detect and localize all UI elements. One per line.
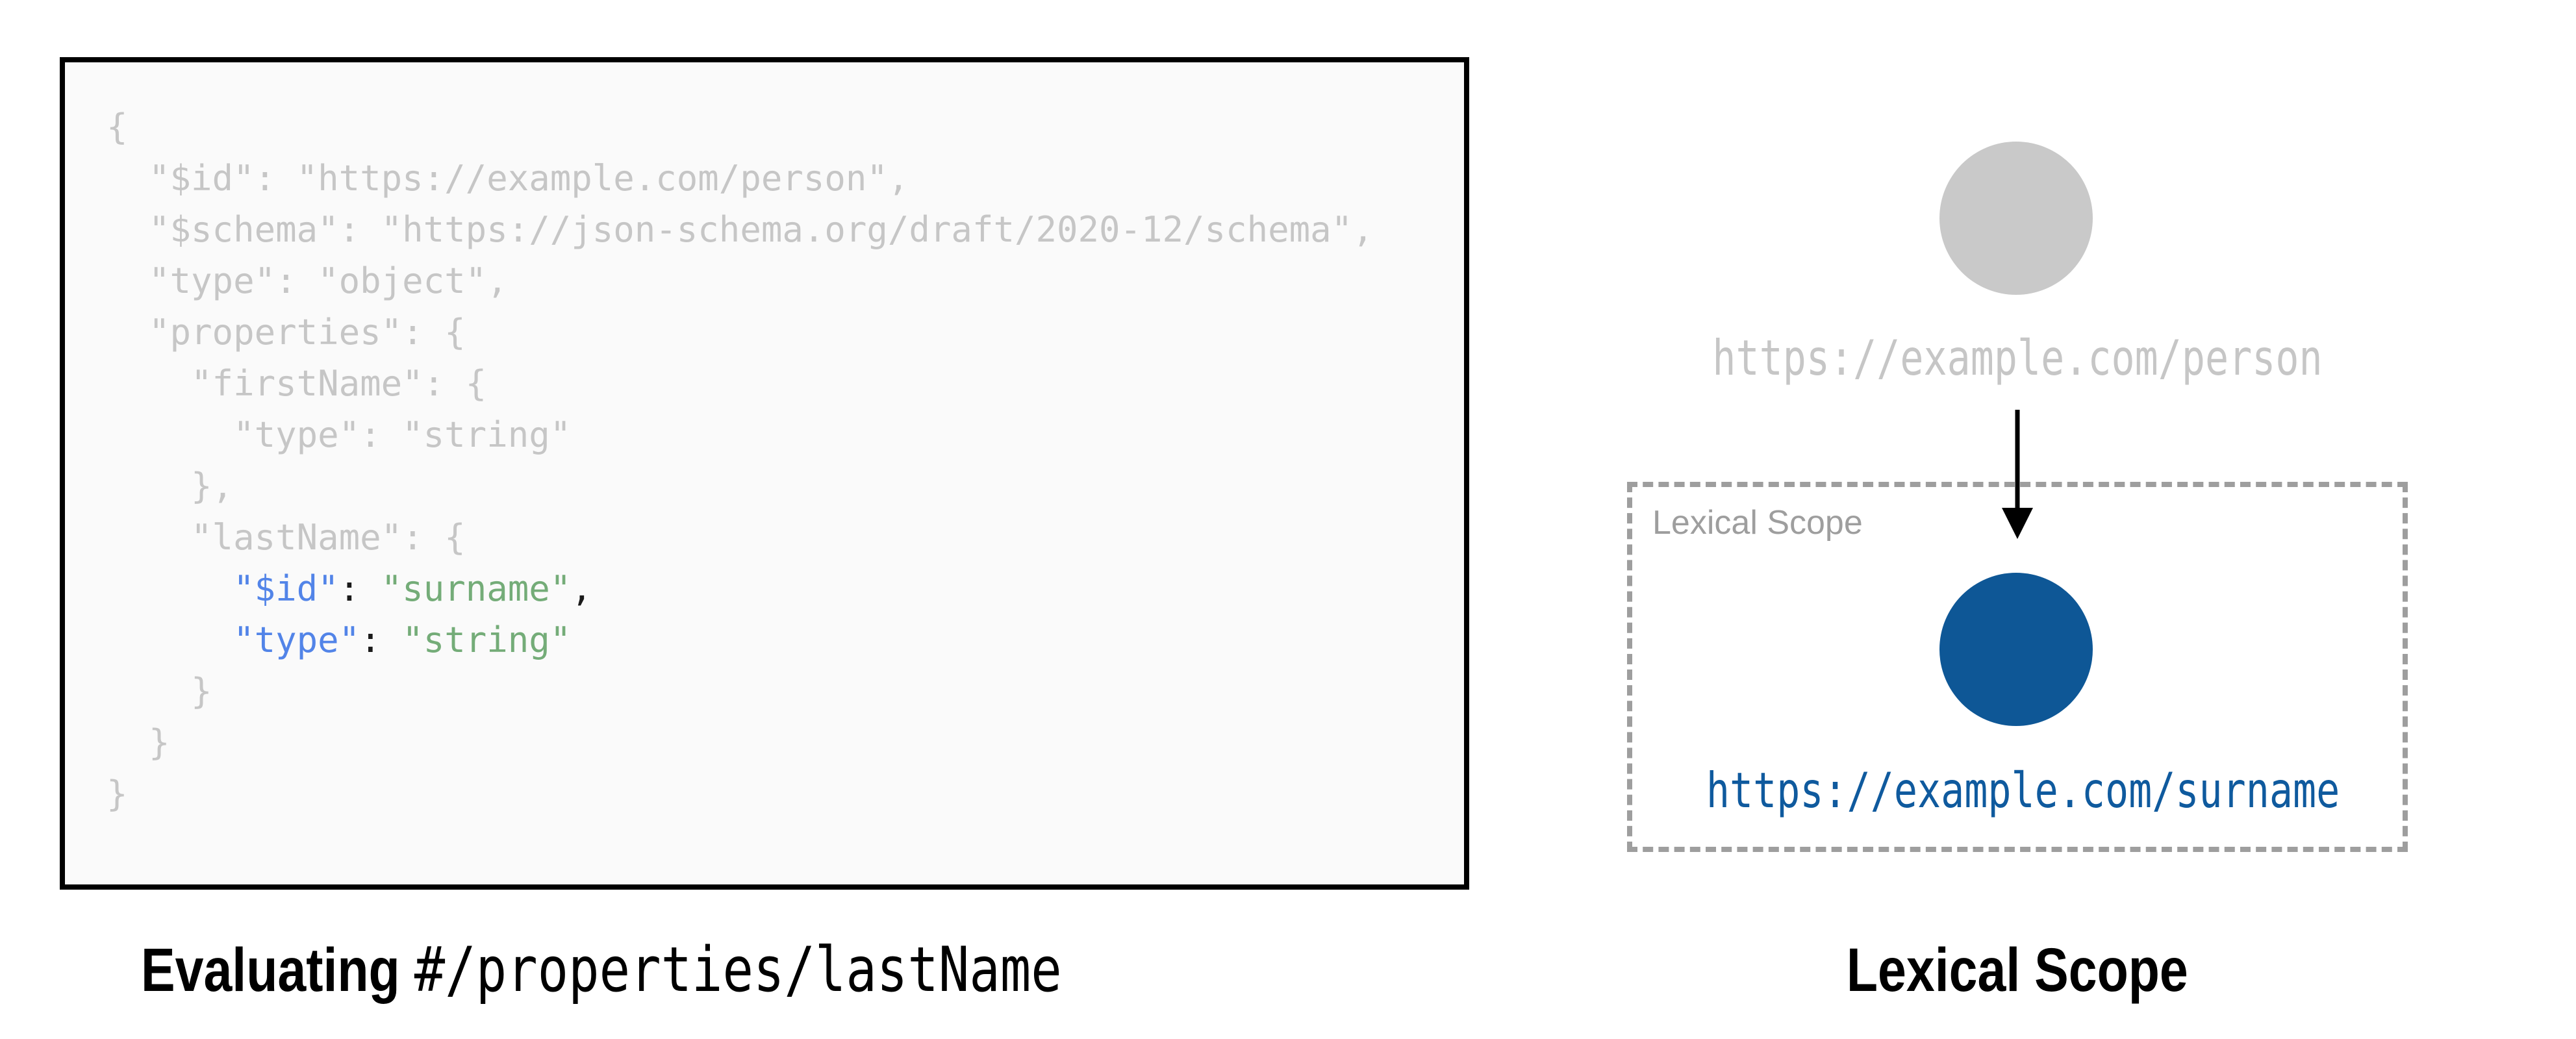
child-uri-label: https://example.com/surname <box>1706 762 2340 819</box>
code-segment-string: "surname" <box>381 568 572 609</box>
code-line: "lastName": { <box>107 512 1374 563</box>
code-line: "$id": "surname", <box>107 563 1374 614</box>
code-line: "type": "object", <box>107 255 1374 307</box>
caption-evaluating-bold: Evaluating <box>141 936 400 1005</box>
code-segment-muted: } <box>107 671 212 712</box>
code-line: } <box>107 717 1374 768</box>
code-lines: { "$id": "https://example.com/person", "… <box>107 101 1374 820</box>
code-line: } <box>107 666 1374 717</box>
code-segment-muted: "type": "object", <box>107 260 508 301</box>
reference-arrow <box>2002 410 2033 539</box>
arrow-head-icon <box>2002 508 2033 539</box>
code-segment-key: "$id" <box>233 568 339 609</box>
caption-lexical-scope-text: Lexical Scope <box>1847 936 2188 1005</box>
code-segment-punct: : <box>360 620 403 660</box>
code-segment-muted <box>107 568 233 609</box>
code-line: "properties": { <box>107 307 1374 358</box>
code-line: }, <box>107 460 1374 512</box>
code-segment-muted: }, <box>107 466 234 507</box>
child-schema-node <box>1939 573 2093 726</box>
parent-schema-node <box>1939 142 2093 295</box>
code-segment-muted: "type": "string" <box>107 414 572 455</box>
code-line: "firstName": { <box>107 358 1374 409</box>
caption-evaluating-pointer: #/properties/lastName <box>414 934 1062 1006</box>
code-segment-string: "string" <box>402 620 572 660</box>
code-segment-punct: : <box>338 568 381 609</box>
lexical-scope-box <box>1627 482 2408 852</box>
code-segment-muted: "properties": { <box>107 312 466 353</box>
caption-evaluating-text: Evaluating#/properties/lastName <box>141 940 1062 1019</box>
code-line: "type": "string" <box>107 409 1374 460</box>
lexical-scope-box-label: Lexical Scope <box>1652 504 1863 542</box>
code-line: } <box>107 768 1374 820</box>
code-segment-muted: } <box>107 722 170 763</box>
code-line: "$schema": "https://json-schema.org/draf… <box>107 204 1374 255</box>
code-segment-muted: "$id": "https://example.com/person", <box>107 158 909 199</box>
caption-lexical-scope: Lexical Scope <box>1627 940 2408 1019</box>
code-segment-punct: , <box>571 568 592 609</box>
code-segment-muted: "lastName": { <box>107 517 466 558</box>
schema-code-panel: { "$id": "https://example.com/person", "… <box>60 57 1469 890</box>
code-line: { <box>107 101 1374 153</box>
code-line: "$id": "https://example.com/person", <box>107 153 1374 204</box>
parent-uri-label: https://example.com/person <box>1712 329 2323 386</box>
code-segment-muted: "$schema": "https://json-schema.org/draf… <box>107 209 1374 250</box>
code-segment-muted: } <box>107 773 128 814</box>
code-segment-muted <box>107 620 233 660</box>
code-line: "type": "string" <box>107 614 1374 666</box>
code-segment-key: "type" <box>233 620 360 660</box>
code-segment-muted: "firstName": { <box>107 363 487 404</box>
caption-evaluating: Evaluating#/properties/lastName <box>141 940 1250 1019</box>
code-segment-muted: { <box>107 106 128 147</box>
